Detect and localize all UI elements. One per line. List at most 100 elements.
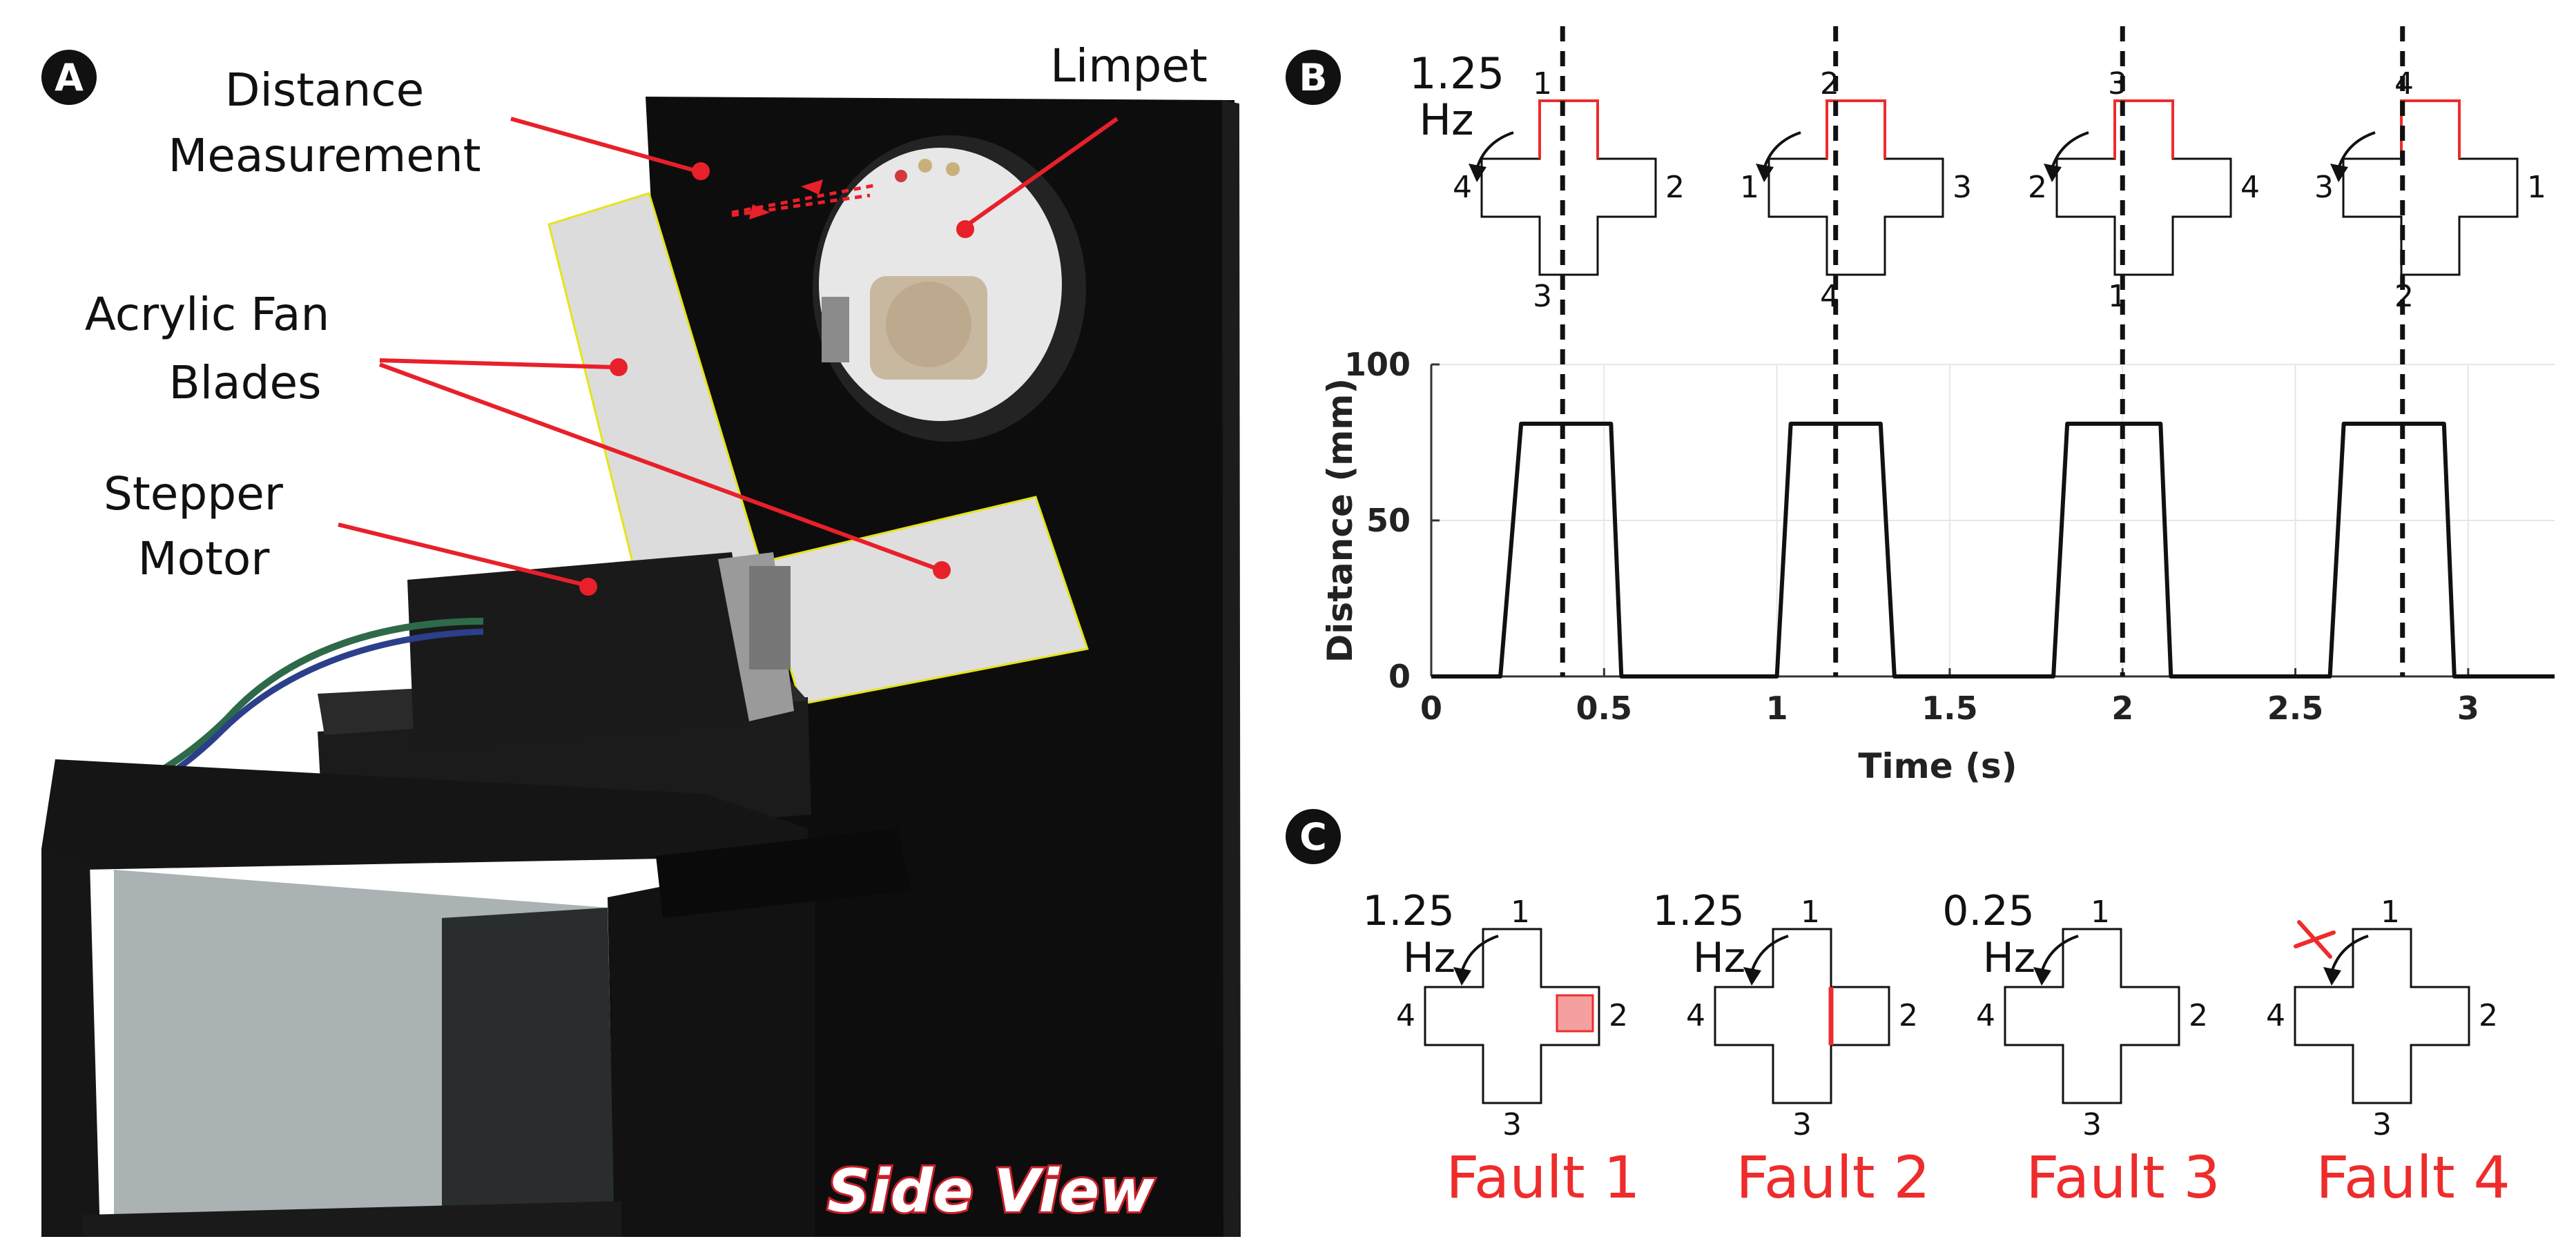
label-stepper-line2: Motor (138, 532, 271, 585)
cross-label-right: 1 (2527, 170, 2546, 205)
x-tick-label: 3 (2457, 690, 2479, 727)
cross-label-bottom: 3 (2372, 1107, 2392, 1142)
label-stepper-line1: Stepper (104, 467, 284, 520)
x-tick-label: 2.5 (2267, 690, 2324, 727)
rotation-arrowhead (2044, 164, 2062, 182)
cross-outline (2055, 99, 2232, 276)
y-tick-label: 50 (1366, 502, 1411, 539)
cross-label-bottom: 3 (1533, 279, 1552, 314)
x-tick-label: 2 (2111, 690, 2133, 727)
rotation-arrowhead (2033, 967, 2051, 986)
cross-label-right: 2 (1665, 170, 1685, 205)
y-tick-label: 100 (1344, 346, 1411, 383)
rotation-arrowhead (2323, 967, 2341, 986)
panel-a-badge (41, 50, 97, 105)
cross-label-left: 4 (2266, 998, 2285, 1033)
panel-c-badge (1286, 809, 1341, 864)
cross-label-top: 1 (1511, 895, 1530, 930)
cross-label-right: 2 (2479, 998, 2498, 1033)
panel-b-freq-unit: Hz (1419, 95, 1473, 145)
cross-label-right: 2 (1899, 998, 1918, 1033)
series-line (1431, 421, 2555, 679)
table-inner-shadow (442, 908, 614, 1215)
fault-patch-marker (1556, 994, 1594, 1033)
table-front-right (608, 856, 815, 1237)
cross-label-right: 3 (1953, 170, 1972, 205)
cross-label-right: 4 (2240, 170, 2260, 205)
panel-b-badge (1286, 50, 1341, 105)
stepper-motor-body (407, 552, 759, 752)
panel-b-crosses: 1234234134124123 (1453, 66, 2546, 314)
cross-label-left: 4 (1976, 998, 1995, 1033)
x-tick-label: 0 (1420, 690, 1442, 727)
table-top (41, 759, 808, 870)
cross-top-highlight (2113, 99, 2174, 159)
table-front-left (41, 849, 100, 1237)
cross-outline (1768, 99, 1944, 276)
cross-label-top: 1 (1801, 895, 1820, 930)
cross-outline (2294, 928, 2470, 1104)
rotation-arrowhead (1453, 967, 1471, 986)
rotation-arrowhead (1469, 164, 1486, 182)
fault-freq-value: 0.25 (1942, 887, 2035, 935)
fault-freq-unit: Hz (1403, 934, 1456, 982)
cross-label-left: 4 (1453, 170, 1472, 205)
label-limpet: Limpet (1050, 39, 1208, 92)
rotation-arrowhead (2330, 164, 2348, 182)
cross-label-left: 3 (2314, 170, 2334, 205)
cross-label-left: 4 (1396, 998, 1415, 1033)
blade-cross: 4123 (2314, 66, 2546, 314)
fault-freq-unit: Hz (1983, 934, 2036, 982)
fault-label: Fault 3 (2026, 1144, 2220, 1211)
label-distance-line2: Measurement (168, 129, 481, 182)
fault-freq-value: 1.25 (1652, 887, 1745, 935)
cross-label-bottom: 3 (1502, 1107, 1522, 1142)
panel-b: B 1.25 Hz 1 2 3 4 234134124123 0 0.5 1 1.5 2 2.5 3… (1286, 26, 2555, 786)
fault-label: Fault 4 (2316, 1144, 2510, 1211)
cross-outline (2342, 99, 2519, 276)
blade-cross: 1 2 3 4 (1453, 66, 1685, 314)
panel-b-letter: B (1299, 56, 1327, 99)
panel-a: A Distance Measurement Limpet Acrylic Fa… (33, 35, 1290, 1239)
panel-b-freq-value: 1.25 (1409, 48, 1504, 99)
label-fan-line1: Acrylic Fan (85, 288, 330, 341)
limpet-board (813, 135, 1086, 442)
y-axis-label: Distance (mm) (1320, 378, 1360, 663)
cross-top-highlight (1538, 99, 1599, 159)
x-axis-label: Time (s) (1858, 746, 2017, 786)
x-tick-label: 0.5 (1576, 690, 1633, 727)
x-tick-label: 1.5 (1921, 690, 1978, 727)
panel-c-letter: C (1299, 815, 1327, 859)
y-tick-label: 0 (1388, 658, 1411, 695)
fault-freq-unit: Hz (1693, 934, 1746, 982)
panel-a-letter: A (55, 56, 84, 99)
cross-top-highlight (1826, 99, 1886, 159)
back-plate-edge (1222, 100, 1241, 1237)
cross-label-bottom: 3 (1792, 1107, 1812, 1142)
label-fan-line2: Blades (169, 356, 322, 409)
cross-label-left: 2 (2028, 170, 2047, 205)
cross-label-right: 2 (1609, 998, 1628, 1033)
rotation-arrowhead (1756, 164, 1774, 182)
motor-shaft-hub (749, 566, 791, 670)
cross-label-bottom: 3 (2082, 1107, 2102, 1142)
cross-label-left: 4 (1686, 998, 1705, 1033)
table-slots (656, 828, 911, 918)
cross-label-top: 1 (1533, 66, 1552, 101)
cross-label-right: 2 (2189, 998, 2208, 1033)
cross-top-highlight (2400, 99, 2461, 159)
distance-arrows (731, 183, 878, 217)
fault-freq-value: 1.25 (1362, 887, 1455, 935)
cross-outline (1480, 99, 1657, 276)
cross-label-top: 1 (2091, 895, 2110, 930)
